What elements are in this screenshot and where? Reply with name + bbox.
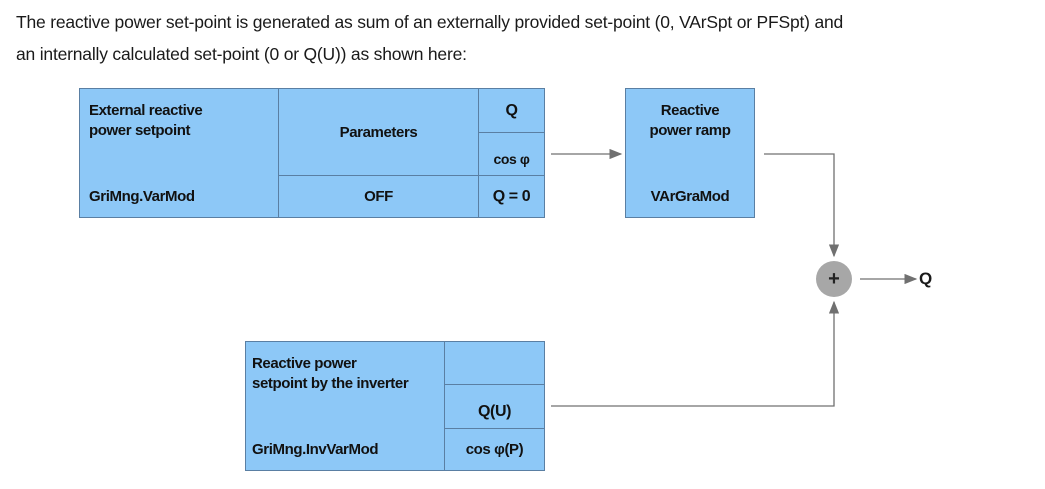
reactive-power-ramp-block: Reactive power ramp VArGraMod: [625, 88, 755, 218]
external-block-parameter-name: GriMng.VarMod: [89, 188, 195, 205]
output-q-zero-label: Q = 0: [492, 187, 531, 205]
external-block-title: External reactive power setpoint: [89, 102, 203, 139]
inverter-block-title: Reactive power setpoint by the inverter: [252, 355, 409, 392]
wire-inverter-to-sum: [551, 300, 840, 407]
inverter-block-parameter-name: GriMng.InvVarMod: [252, 441, 379, 458]
sum-node: +: [816, 261, 852, 297]
output-cos-phi-label: cos φ: [493, 151, 530, 167]
mode-value-off: OFF: [364, 188, 393, 205]
external-reactive-power-block: External reactive power setpoint GriMng.…: [79, 88, 545, 218]
intro-text: The reactive power set-point is generate…: [16, 6, 843, 70]
output-q-u-label: Q(U): [477, 402, 512, 420]
output-q-label-final: Q: [919, 269, 933, 288]
ramp-block-parameter-name: VArGraMod: [650, 188, 730, 205]
output-q-label: Q: [505, 101, 518, 119]
ramp-block-title: Reactive power ramp: [649, 102, 731, 139]
output-cos-phi-p-label: cos φ(P): [465, 441, 524, 458]
intro-line-1: The reactive power set-point is generate…: [16, 12, 844, 32]
wire-ramp-to-sum: [764, 153, 840, 258]
intro-line-2: an internally calculated set-point (0 or…: [16, 44, 467, 64]
parameters-header: Parameters: [339, 123, 418, 141]
inverter-setpoint-block: Reactive power setpoint by the inverter …: [245, 341, 545, 471]
